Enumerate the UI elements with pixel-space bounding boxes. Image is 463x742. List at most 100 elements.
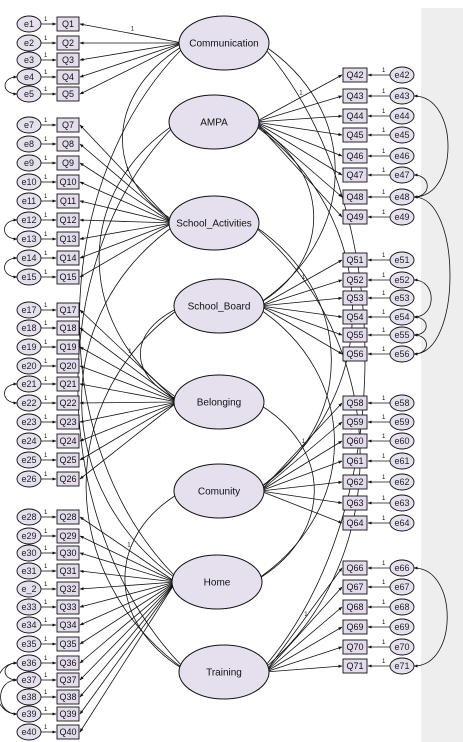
indicator-q39[interactable]: [56, 706, 80, 722]
indicator-q4[interactable]: [56, 69, 80, 85]
error-term-e68[interactable]: [389, 598, 415, 616]
indicator-q9[interactable]: [56, 155, 80, 171]
indicator-q18[interactable]: [56, 320, 80, 336]
error-term-e43[interactable]: [389, 87, 415, 105]
indicator-q53[interactable]: [342, 290, 368, 306]
error-term-e58[interactable]: [389, 394, 415, 412]
indicator-q8[interactable]: [56, 136, 80, 152]
indicator-q38[interactable]: [56, 689, 80, 705]
error-term-e40[interactable]: [16, 723, 42, 741]
indicator-q66[interactable]: [342, 560, 368, 576]
indicator-q12[interactable]: [56, 212, 80, 228]
indicator-q71[interactable]: [342, 658, 368, 674]
indicator-q23[interactable]: [56, 414, 80, 430]
error-term-e31[interactable]: [16, 562, 42, 580]
error-term-e21[interactable]: [16, 375, 42, 393]
error-term-e34[interactable]: [16, 616, 42, 634]
error-term-e33[interactable]: [16, 598, 42, 616]
indicator-q63[interactable]: [342, 495, 368, 511]
error-term-e42[interactable]: [389, 66, 415, 84]
error-term-e-2[interactable]: [16, 580, 42, 598]
indicator-q58[interactable]: [342, 395, 368, 411]
error-term-e29[interactable]: [16, 527, 42, 545]
error-term-e5[interactable]: [16, 85, 42, 103]
indicator-q3[interactable]: [56, 52, 80, 68]
indicator-q20[interactable]: [56, 358, 80, 374]
indicator-q69[interactable]: [342, 619, 368, 635]
indicator-q36[interactable]: [56, 655, 80, 671]
indicator-q33[interactable]: [56, 599, 80, 615]
indicator-q59[interactable]: [342, 414, 368, 430]
error-term-e60[interactable]: [389, 432, 415, 450]
latent-factor-school-board[interactable]: [173, 278, 265, 334]
indicator-q48[interactable]: [342, 189, 368, 205]
error-term-e3[interactable]: [16, 51, 42, 69]
indicator-q28[interactable]: [56, 509, 80, 525]
indicator-q61[interactable]: [342, 453, 368, 469]
indicator-q40[interactable]: [56, 724, 80, 740]
error-term-e39[interactable]: [16, 705, 42, 723]
indicator-q26[interactable]: [56, 471, 80, 487]
indicator-q21[interactable]: [56, 376, 80, 392]
indicator-q17[interactable]: [56, 302, 80, 318]
error-term-e71[interactable]: [389, 657, 415, 675]
error-term-e24[interactable]: [16, 432, 42, 450]
indicator-q32[interactable]: [56, 581, 80, 597]
indicator-q37[interactable]: [56, 672, 80, 688]
error-term-e59[interactable]: [389, 413, 415, 431]
error-term-e61[interactable]: [389, 452, 415, 470]
indicator-q43[interactable]: [342, 88, 368, 104]
error-term-e7[interactable]: [16, 116, 42, 134]
error-term-e18[interactable]: [16, 319, 42, 337]
error-term-e4[interactable]: [16, 68, 42, 86]
indicator-q44[interactable]: [342, 108, 368, 124]
indicator-q10[interactable]: [56, 174, 80, 190]
indicator-q42[interactable]: [342, 67, 368, 83]
error-term-e63[interactable]: [389, 494, 415, 512]
indicator-q70[interactable]: [342, 639, 368, 655]
indicator-q29[interactable]: [56, 528, 80, 544]
error-term-e20[interactable]: [16, 357, 42, 375]
indicator-q13[interactable]: [56, 231, 80, 247]
indicator-q34[interactable]: [56, 617, 80, 633]
indicator-q52[interactable]: [342, 272, 368, 288]
error-term-e47[interactable]: [389, 166, 415, 184]
error-term-e10[interactable]: [16, 173, 42, 191]
error-term-e51[interactable]: [389, 251, 415, 269]
indicator-q55[interactable]: [342, 327, 368, 343]
indicator-q54[interactable]: [342, 309, 368, 325]
error-term-e36[interactable]: [16, 654, 42, 672]
latent-factor-belonging[interactable]: [173, 374, 265, 430]
error-term-e13[interactable]: [16, 230, 42, 248]
indicator-q2[interactable]: [56, 35, 80, 51]
indicator-q60[interactable]: [342, 433, 368, 449]
indicator-q30[interactable]: [56, 545, 80, 561]
indicator-q67[interactable]: [342, 579, 368, 595]
latent-factor-ampa[interactable]: [168, 94, 260, 150]
error-term-e64[interactable]: [389, 514, 415, 532]
error-term-e66[interactable]: [389, 559, 415, 577]
indicator-q51[interactable]: [342, 252, 368, 268]
error-term-e44[interactable]: [389, 107, 415, 125]
error-term-e67[interactable]: [389, 578, 415, 596]
error-term-e23[interactable]: [16, 413, 42, 431]
error-term-e48[interactable]: [389, 188, 415, 206]
error-term-e46[interactable]: [389, 147, 415, 165]
error-term-e37[interactable]: [16, 671, 42, 689]
indicator-q47[interactable]: [342, 167, 368, 183]
indicator-q14[interactable]: [56, 250, 80, 266]
latent-factor-communication[interactable]: [178, 15, 270, 71]
latent-factor-training[interactable]: [178, 644, 270, 700]
error-term-e52[interactable]: [389, 271, 415, 289]
error-term-e45[interactable]: [389, 126, 415, 144]
indicator-q19[interactable]: [56, 339, 80, 355]
latent-factor-comunity[interactable]: [173, 463, 265, 519]
indicator-q25[interactable]: [56, 452, 80, 468]
indicator-q22[interactable]: [56, 395, 80, 411]
error-term-e12[interactable]: [16, 211, 42, 229]
error-term-e19[interactable]: [16, 338, 42, 356]
error-term-e1[interactable]: [16, 15, 42, 33]
error-term-e15[interactable]: [16, 268, 42, 286]
error-term-e70[interactable]: [389, 638, 415, 656]
indicator-q64[interactable]: [342, 515, 368, 531]
